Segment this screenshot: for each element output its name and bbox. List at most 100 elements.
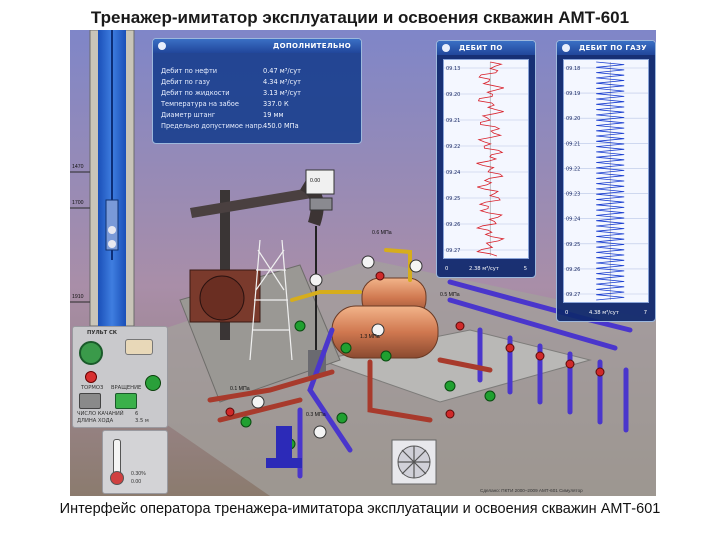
control-panel-header: ПУЛЬТ СК bbox=[87, 330, 117, 336]
stroke-value: 3.5 м bbox=[135, 418, 149, 424]
info-row-label: Дебит по жидкости bbox=[161, 89, 230, 97]
depth-label-1: 1470 bbox=[72, 164, 84, 170]
copyright-label: Сделано: ПКТИ 2000–2009 АМТ-601 Симулято… bbox=[480, 488, 583, 493]
chart-series-line bbox=[596, 61, 625, 301]
info-row-value: 0.47 м³/сут bbox=[263, 67, 301, 75]
gas-chart-current: 4.38 м³/сут bbox=[589, 310, 619, 316]
chart-tick-label: 09.19 bbox=[566, 91, 580, 97]
brake-label: ТОРМОЗ bbox=[81, 385, 104, 391]
info-row-value: 450.0 МПа bbox=[263, 122, 299, 130]
info-row-value: 3.13 м³/сут bbox=[263, 89, 301, 97]
chart-tick-label: 09.27 bbox=[566, 292, 580, 298]
blue-manifold-pipes bbox=[297, 279, 633, 479]
liquid-chart-plot: 09.13 09.20 09.21 09.22 09.24 09.25 09.26 09.27 bbox=[444, 61, 528, 257]
slide-title: Тренажер-имитатор эксплуатации и освоени… bbox=[90, 8, 630, 27]
thermometer-bulb-icon bbox=[110, 471, 124, 485]
chart-tick-label: 09.23 bbox=[566, 192, 580, 198]
derrick-frame bbox=[249, 239, 293, 361]
red-pipes bbox=[207, 357, 493, 423]
gauge-label-5: 1.3 МПа bbox=[360, 334, 380, 340]
info-row: Температура на забое 337.0 К bbox=[161, 100, 289, 108]
monitor-screen bbox=[305, 169, 335, 195]
gauge-label-1: 0.6 МПа bbox=[372, 230, 392, 236]
pump-valve-top bbox=[108, 226, 116, 234]
liquid-flow-chart-panel: ДЕБИТ ПО ЖИДКОСТИ 09.1309.2009.2109.2209… bbox=[436, 40, 536, 278]
gas-chart-plot: 09.18 09.19 09.20 09.21 09.22 09.23 09.24 09.25… bbox=[564, 61, 648, 301]
slide-caption: Интерфейс оператора тренажера-имитатора … bbox=[59, 501, 661, 517]
info-row-label: Температура на забое bbox=[161, 100, 239, 108]
chart-tick-label: 09.20 bbox=[566, 116, 580, 122]
pumpjack-samson-post bbox=[220, 190, 230, 340]
info-row-value: 19 мм bbox=[263, 111, 284, 119]
chart-tick-label: 09.21 bbox=[566, 141, 580, 147]
gas-chart-strip: 09.18 09.19 09.20 09.21 09.22 09.23 09.24 09.25… bbox=[563, 59, 649, 303]
stroke-label: ДЛИНА ХОДА bbox=[77, 418, 114, 424]
chart-tick-label: 09.25 bbox=[446, 196, 460, 202]
info-row: Диаметр штанг 19 мм bbox=[161, 111, 283, 119]
chart-tick-label: 09.21 bbox=[446, 118, 460, 124]
info-panel-header: ДОПОЛНИТЕЛЬНО bbox=[153, 39, 361, 53]
swings-label: ЧИСЛО КАЧАНИЙ bbox=[77, 411, 124, 417]
monitor-stand bbox=[309, 197, 333, 211]
gauge-label-4: 0.5 МПа bbox=[440, 292, 460, 298]
yellow-pipes bbox=[290, 248, 412, 302]
lever-handle-icon[interactable] bbox=[125, 339, 153, 355]
liquid-chart-strip: 09.13 09.20 09.21 09.22 09.24 09.25 09.26 09.27 bbox=[443, 59, 529, 259]
temperature-value-2: 0.00 bbox=[131, 479, 142, 485]
chart-tick-label: 09.22 bbox=[446, 144, 460, 150]
liquid-chart-current: 2.38 м³/сут bbox=[469, 266, 499, 272]
liquid-chart-max: 5 bbox=[523, 266, 527, 272]
chart-tick-label: 09.22 bbox=[566, 166, 580, 172]
pump-control-panel: ПУЛЬТ СК ТОРМОЗ ВРАЩЕНИЕ ЧИСЛО КАЧАНИЙ 6… bbox=[72, 326, 168, 428]
depth-label-2: 1700 bbox=[72, 200, 84, 206]
red-valves bbox=[225, 271, 605, 419]
chart-series-line bbox=[475, 61, 505, 257]
info-row-label: Диаметр штанг bbox=[161, 111, 216, 119]
chart-tick-label: 09.26 bbox=[566, 267, 580, 273]
chart-tick-label: 09.24 bbox=[566, 217, 580, 223]
rotation-button[interactable] bbox=[115, 393, 137, 409]
brake-button[interactable] bbox=[79, 393, 101, 409]
pumpjack-crank bbox=[199, 275, 245, 321]
info-row-label: Предельно допустимое напр. bbox=[161, 122, 265, 130]
chart-tick-label: 09.24 bbox=[446, 170, 460, 176]
info-row-label: Дебит по газу bbox=[161, 78, 210, 86]
rotation-label: ВРАЩЕНИЕ bbox=[111, 385, 142, 391]
liquid-chart-dot-icon[interactable] bbox=[442, 44, 450, 52]
gas-chart-dot-icon[interactable] bbox=[562, 44, 570, 52]
gauge-label-2: 0.1 МПа bbox=[230, 386, 250, 392]
liquid-chart-header: ДЕБИТ ПО ЖИДКОСТИ bbox=[437, 41, 535, 66]
info-panel-dot-icon[interactable] bbox=[158, 42, 166, 50]
liquid-chart-min: 0 bbox=[445, 266, 449, 272]
brake-lamp-icon bbox=[85, 371, 97, 383]
temperature-value-1: 0.30% bbox=[131, 471, 146, 477]
info-row: Дебит по жидкости 3.13 м³/сут bbox=[161, 89, 301, 97]
emergency-button[interactable] bbox=[145, 375, 161, 391]
chart-tick-label: 09.25 bbox=[566, 242, 580, 248]
fan-blades bbox=[398, 446, 430, 478]
bottom-pump-base bbox=[266, 458, 302, 468]
chart-tick-label: 09.20 bbox=[446, 92, 460, 98]
chart-tick-label: 09.13 bbox=[446, 66, 460, 72]
simulator-scene: 1470 1700 1910 0.6 МПа 0.1 МПа 0.3 МПа 0… bbox=[70, 30, 656, 496]
chart-tick-label: 09.18 bbox=[566, 66, 580, 72]
info-row: Предельно допустимое напр.450.0 МПа bbox=[161, 122, 299, 130]
chart-tick-label: 09.26 bbox=[446, 222, 460, 228]
rotation-control-icon[interactable] bbox=[79, 341, 103, 365]
pump-valve-bottom bbox=[108, 240, 116, 248]
gas-chart-max: 7 bbox=[643, 310, 647, 316]
info-row-value: 337.0 К bbox=[263, 100, 289, 108]
depth-label-3: 1910 bbox=[72, 294, 84, 300]
swings-value: 6 bbox=[135, 411, 139, 417]
pumpjack-beam bbox=[190, 188, 312, 218]
temperature-panel: 0.30% 0.00 bbox=[102, 430, 168, 494]
gas-chart-header: ДЕБИТ ПО ГАЗУ bbox=[557, 41, 655, 55]
gas-chart-min: 0 bbox=[565, 310, 569, 316]
monitor-value: 0.00 bbox=[310, 178, 321, 184]
chart-tick-label: 09.27 bbox=[446, 248, 460, 254]
pressure-gauges bbox=[251, 255, 423, 439]
